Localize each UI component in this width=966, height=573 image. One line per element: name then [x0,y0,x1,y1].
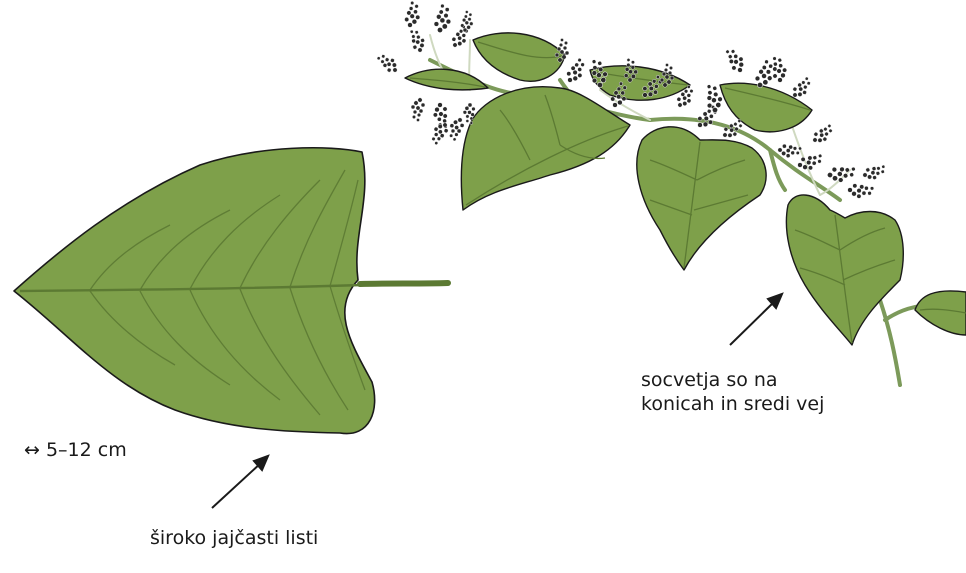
branch [374,1,966,385]
arrow-inflorescence [730,294,782,345]
large-leaf [14,148,448,434]
leaf-shape-label: široko jajčasti listi [150,526,340,550]
inflorescence-label: socvetja so na konicah in sredi vej [641,368,841,416]
size-label: ↔ 5–12 cm [24,438,127,462]
arrow-leaf [212,456,268,508]
